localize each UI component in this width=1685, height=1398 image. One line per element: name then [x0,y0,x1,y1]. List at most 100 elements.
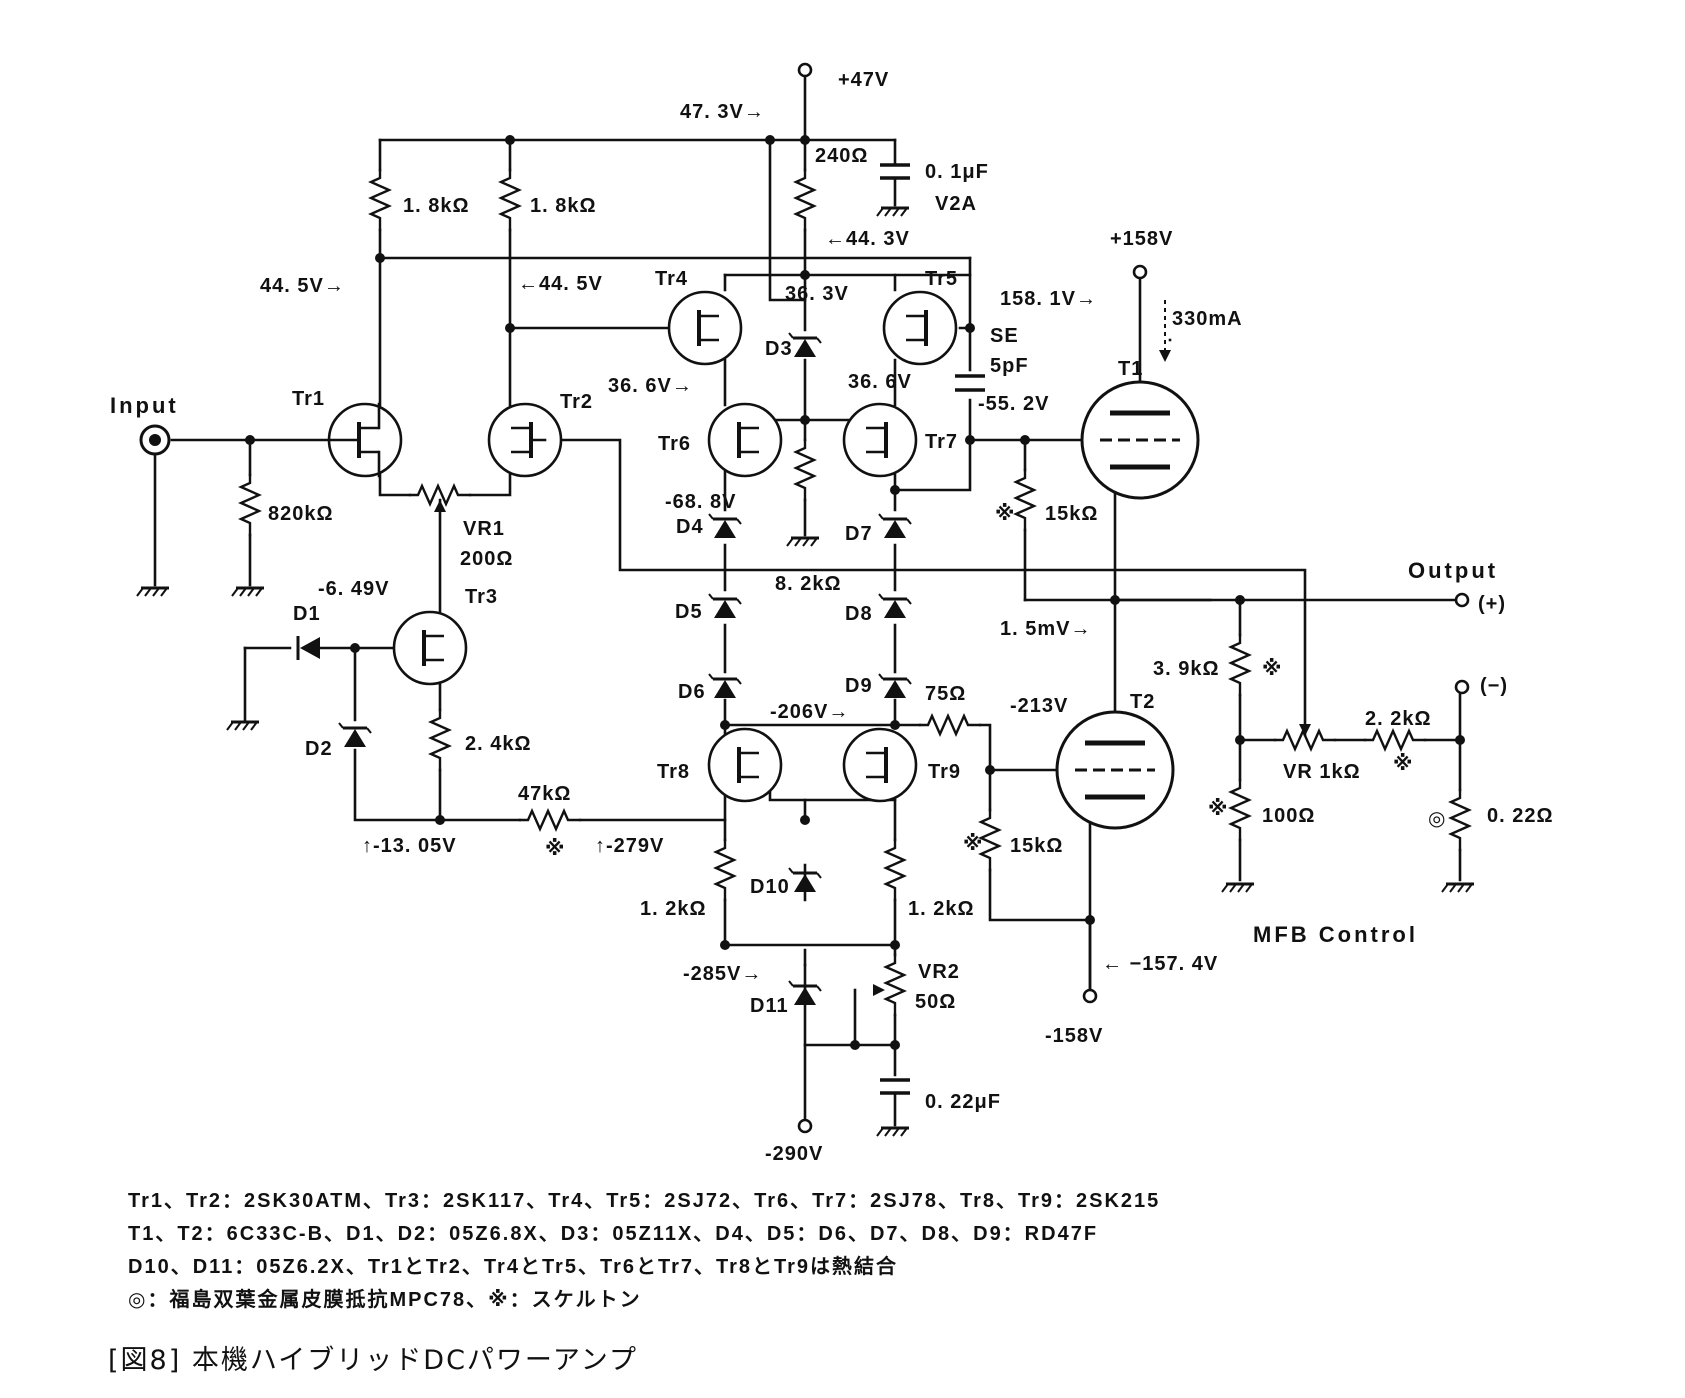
label-r-820k: 820kΩ [268,503,334,525]
label-r-47k: 47kΩ [518,783,571,805]
tr7-symbol [842,402,918,478]
label-skeleton-6: ※ [1208,798,1228,820]
label-c-01-v: V2A [935,193,977,215]
label-c-022: 0. 22μF [925,1091,1001,1113]
label-v-279: ↑-279V [595,835,664,857]
label-v-158-1: 158. 1V→ [1000,288,1097,310]
parts-note-line: D10、D11：05Z6.2X、Tr1とTr2、Tr4とTr5、Tr6とTr7、… [128,1256,899,1278]
diodes [296,331,913,1007]
label-tr2: Tr2 [560,391,593,413]
label-v-44-5-l: 44. 5V→ [260,275,345,297]
label-r12k-b: 1. 2kΩ [908,898,975,920]
terminal-out-plus [1454,592,1470,608]
label-fukushima: ◎ [1428,808,1446,830]
label-mfb: MFB Control [1253,922,1418,947]
label-r18-b: 1. 8kΩ [530,195,597,217]
label-t2: T2 [1130,691,1155,713]
label-r15k-b: 15kΩ [1010,835,1063,857]
terminal-out-minus [1454,679,1470,695]
label-tr3: Tr3 [465,586,498,608]
parts-note-line: ◎：福島双葉金属皮膜抵抗MPC78、※：スケルトン [128,1289,642,1311]
tr5-symbol [882,290,958,366]
terminals [139,62,1470,1134]
label-tr1: Tr1 [292,388,325,410]
label-t1: T1 [1118,358,1143,380]
label-r-100: 100Ω [1262,805,1315,827]
tr4-symbol [667,290,743,366]
label-supply-m158: -158V [1045,1025,1103,1047]
label-v-44-5-r: ←44. 5V [518,273,603,295]
label-v-47-3: 47. 3V→ [680,101,765,123]
terminal-m158 [1082,988,1098,1004]
wiring [153,73,1462,1127]
tube-t1 [1080,380,1200,500]
label-r-022: 0. 22Ω [1487,805,1554,827]
label-out-minus: (−) [1480,675,1508,697]
tr2-symbol [487,402,563,478]
label-c-01: 0. 1μF [925,161,989,183]
tr9-symbol [842,727,918,803]
label-v-55-2: -55. 2V [978,393,1049,415]
label-d11: D11 [750,995,789,1017]
label-supply-p158: +158V [1110,228,1173,250]
label-v-36-6-l: 36. 6V→ [608,375,693,397]
terminal-p47 [797,62,813,78]
label-v-213: -213V [1010,695,1068,717]
capacitors [880,163,985,1095]
label-v-36-3: 36. 3V [785,283,849,305]
terminal-m290 [797,1118,813,1134]
label-skeleton-2: ※ [1262,658,1282,680]
label-out-plus: (+) [1478,593,1506,615]
label-r-75: 75Ω [925,683,966,705]
label-vr1: VR1 [463,518,505,540]
label-d8: D8 [845,603,873,625]
label-d9: D9 [845,675,873,697]
label-se: SE [990,325,1019,347]
label-c-5p: 5pF [990,355,1029,377]
label-input: Input [110,393,179,418]
label-d10: D10 [750,876,790,898]
label-r18-a: 1. 8kΩ [403,195,470,217]
label-r12k-a: 1. 2kΩ [640,898,707,920]
label-d5: D5 [675,601,703,623]
label-v-157-4: ← −157. 4V [1102,953,1218,975]
resistors [239,168,1471,1017]
label-v-13-05: ↑-13. 05V [362,835,457,857]
label-r-82k: 8. 2kΩ [775,573,842,595]
label-r-39k: 3. 9kΩ [1153,658,1220,680]
transistors [327,290,958,803]
label-v-285: -285V→ [683,963,762,985]
label-v-68-8: -68. 8V [665,491,736,513]
tr8-symbol [707,727,783,803]
label-d7: D7 [845,523,873,545]
label-skeleton-4: ※ [545,838,565,860]
label-vr2-val: 50Ω [915,991,956,1013]
junction-dots [245,135,1465,1050]
label-supply-m290: -290V [765,1143,823,1165]
circuit-schematic: +47V 47. 3V→ 240Ω 0. 1μF V2A 1. 8kΩ 1. 8… [110,62,1554,1165]
label-supply-p47: +47V [838,69,889,91]
label-r-240: 240Ω [815,145,868,167]
label-tr7: Tr7 [925,431,958,453]
figure-caption: [図8] 本機ハイブリッドDCパワーアンプ [108,1345,638,1376]
tr6-symbol [707,402,783,478]
label-tr9: Tr9 [928,761,961,783]
label-tr8: Tr8 [657,761,690,783]
label-tr6: Tr6 [658,433,691,455]
label-vr-1k: VR 1kΩ [1283,761,1361,783]
label-d3: D3 [765,338,793,360]
label-d6: D6 [678,681,706,703]
parts-note-line: T1、T2：6C33C-B、D1、D2：05Z6.8X、D3：05Z11X、D4… [128,1223,1099,1245]
parts-note-line: Tr1、Tr2：2SK30ATM、Tr3：2SK117、Tr4、Tr5：2SJ7… [128,1190,1161,1212]
terminal-p158 [1132,264,1148,280]
label-d1: D1 [293,603,321,625]
label-output: Output [1408,558,1498,583]
tr1-symbol [327,402,403,478]
label-i-330: 330mA [1172,308,1243,330]
label-r15k-a: 15kΩ [1045,503,1098,525]
label-vr2: VR2 [918,961,960,983]
label-v-44-3: ←44. 3V [825,228,910,250]
label-vr1-val: 200Ω [460,548,513,570]
label-skeleton-3: ※ [1393,753,1413,775]
label-v-6-49: -6. 49V [318,578,389,600]
